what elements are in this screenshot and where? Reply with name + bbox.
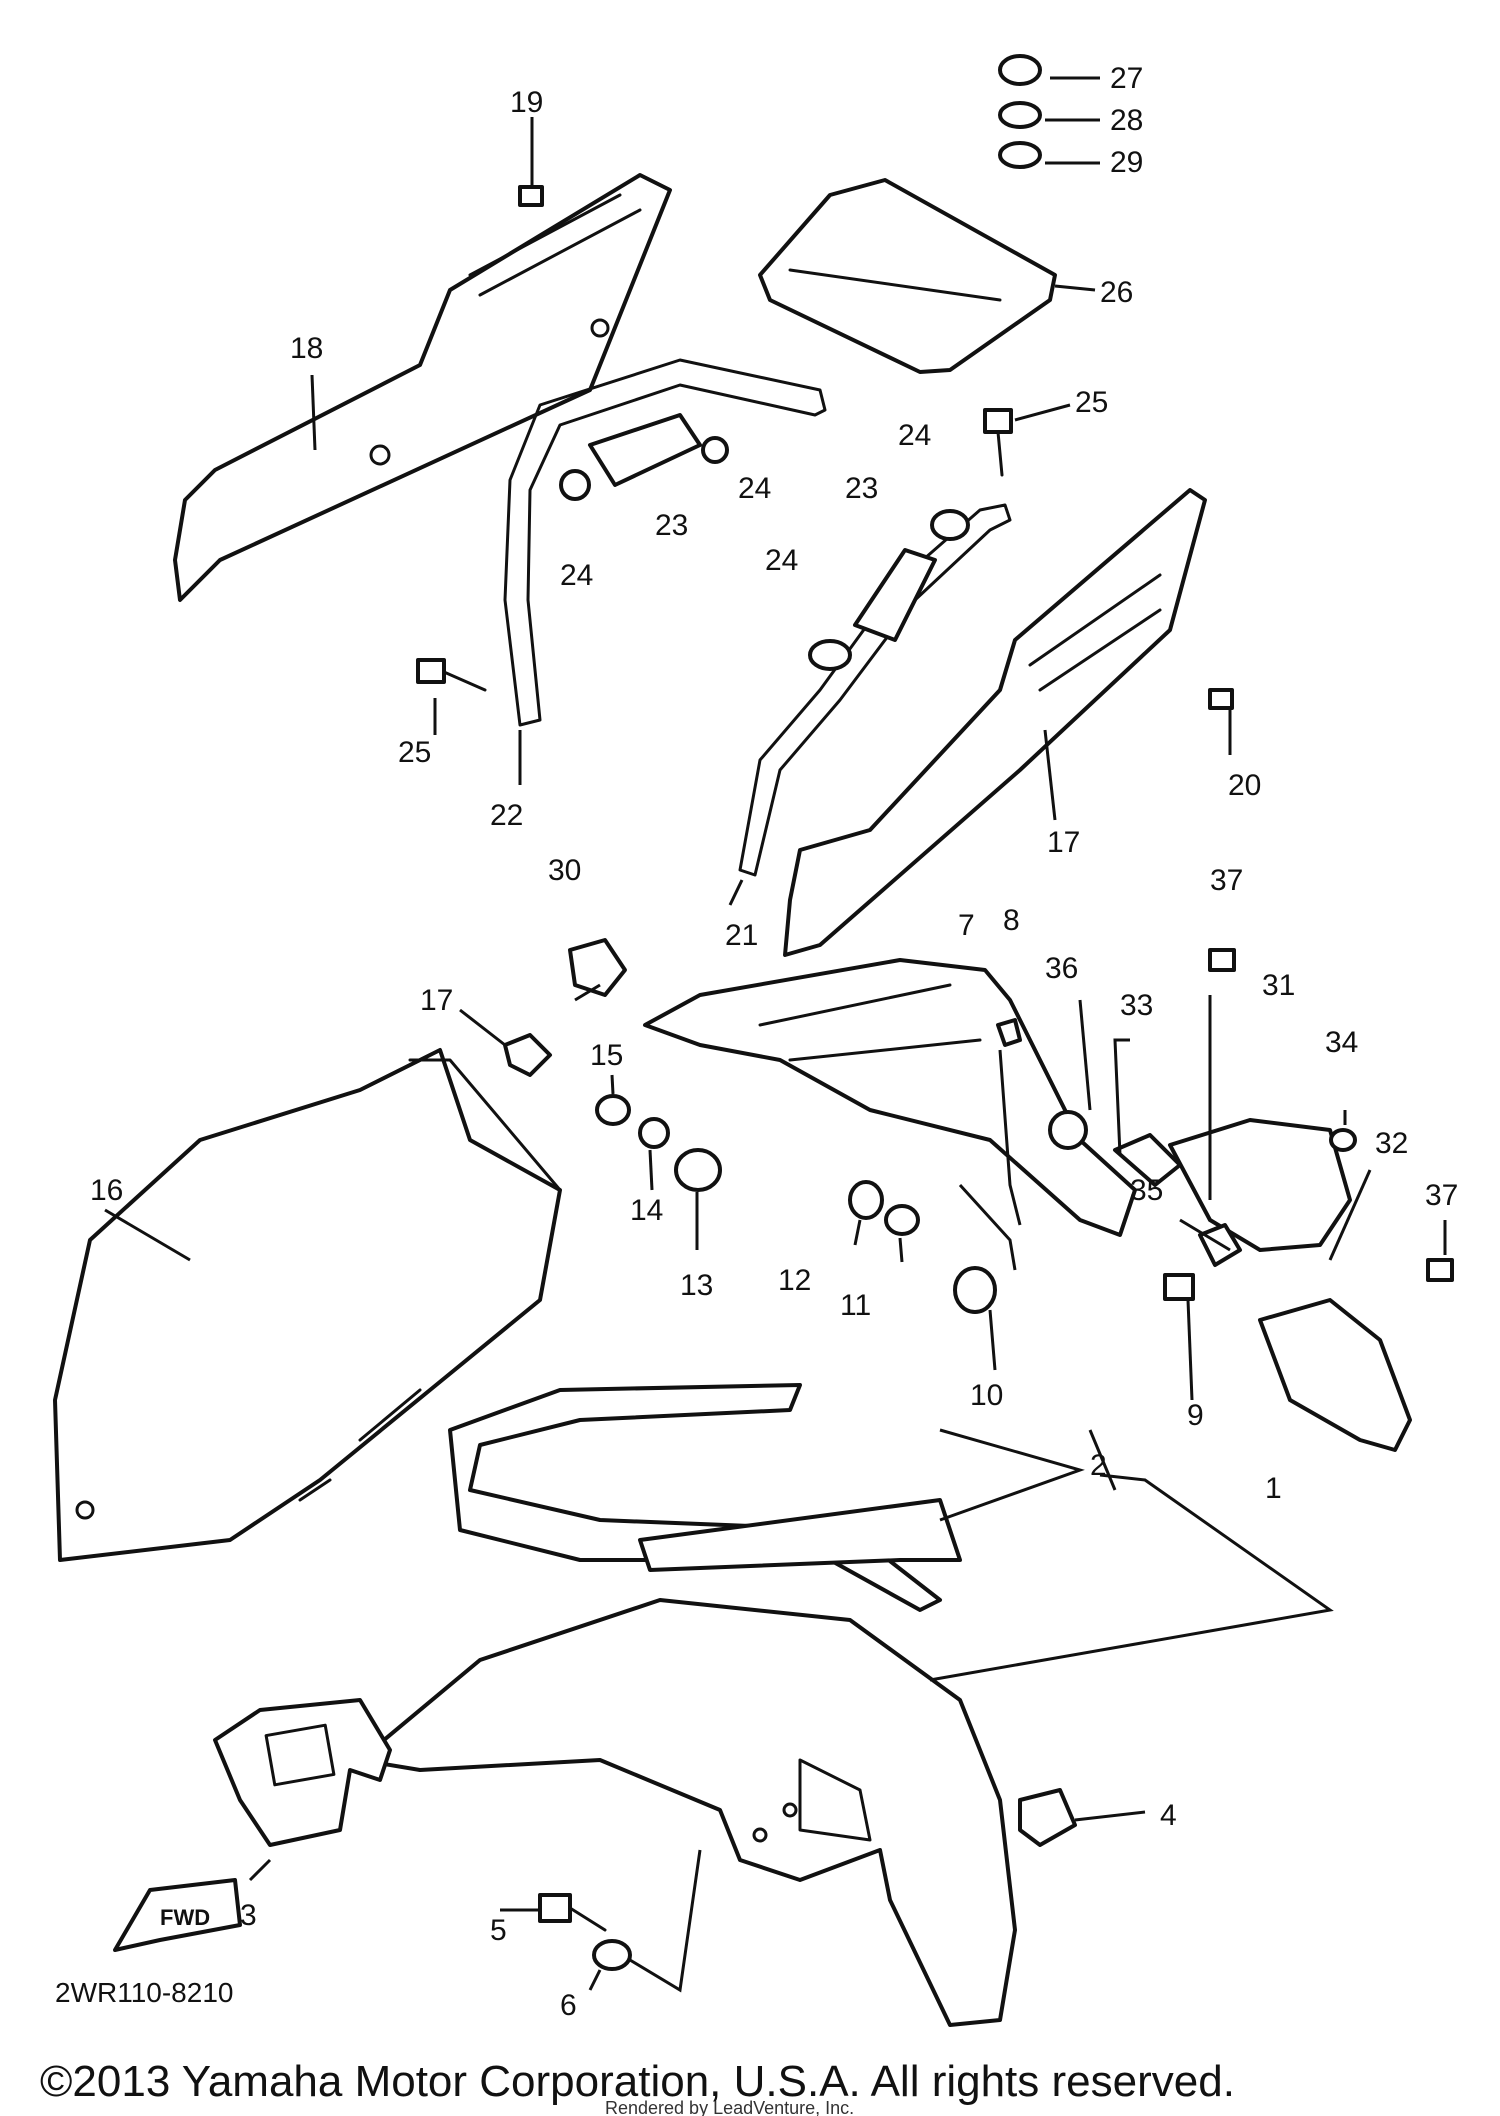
cap-4 [1018, 1788, 1077, 1847]
callout-10: 10 [970, 1379, 1003, 1412]
screw-20-right [1208, 688, 1234, 710]
collar-10 [953, 1266, 997, 1314]
bolt-25-lower [416, 658, 487, 692]
callout-18: 17 [1047, 826, 1080, 859]
callout-25-lower: 25 [398, 736, 431, 769]
clip-30 [568, 938, 627, 997]
callout-32: 32 [1375, 1127, 1408, 1160]
side-cover-left [173, 173, 672, 602]
callout-29: 29 [1110, 146, 1143, 179]
callout-34: 34 [1325, 1026, 1358, 1059]
copyright-notice: ©2013 Yamaha Motor Corporation, U.S.A. A… [40, 2057, 1235, 2106]
bolt-25-upper [983, 408, 1013, 477]
flap-7 [643, 958, 1137, 1237]
screw-37-upper [1208, 948, 1236, 972]
side-cover-right [783, 488, 1207, 957]
stay-3 [213, 1698, 392, 1847]
callout-15: 15 [590, 1039, 623, 1072]
collar-upper [559, 413, 729, 501]
callout-19: 18 [290, 332, 323, 365]
callout-9: 9 [1187, 1399, 1204, 1432]
callout-20-left: 19 [510, 86, 543, 119]
callout-24-d: 24 [765, 544, 798, 577]
washer-28 [998, 101, 1042, 129]
callout-5: 5 [490, 1914, 507, 1947]
screw-37-lower [1426, 1258, 1454, 1282]
bracket-32 [1258, 1298, 1412, 1452]
guard-2-upper [448, 1383, 942, 1612]
bracket-31 [1168, 1118, 1352, 1252]
screw-8 [996, 1018, 1022, 1047]
callout-28: 28 [1110, 104, 1143, 137]
stay-21 [738, 503, 1012, 877]
callout-11: 11 [840, 1289, 871, 1322]
callout-labels: 19 18 27 28 29 26 25 24 24 23 23 24 24 2… [90, 62, 1458, 2022]
nut-6 [592, 1939, 632, 1971]
stay-22 [503, 358, 827, 727]
washer-14 [638, 1117, 670, 1149]
nut-11 [884, 1204, 920, 1236]
rendered-by-notice: Rendered by LeadVenture, Inc. [605, 2098, 854, 2116]
guard-2-lower [638, 1498, 962, 1572]
callout-8: 8 [1003, 904, 1020, 937]
rear-fender [53, 1048, 562, 1562]
collar-36 [1048, 1110, 1088, 1150]
front-fender [358, 1598, 1017, 2027]
collar-lower [808, 509, 970, 671]
callout-24-c: 24 [560, 559, 593, 592]
callout-37-upper: 37 [1210, 864, 1243, 897]
callout-1: 1 [1265, 1472, 1282, 1505]
callout-30: 30 [548, 854, 581, 887]
callout-21: 21 [725, 919, 758, 952]
callout-13: 13 [680, 1269, 713, 1302]
callout-24-a: 24 [898, 419, 931, 452]
callout-3: 3 [240, 1899, 257, 1932]
callout-22: 22 [490, 799, 523, 832]
callout-23-lower: 23 [845, 472, 878, 505]
diagram-code: 2WR110-8210 [55, 1977, 233, 2008]
cover-26 [758, 178, 1057, 374]
callout-16: 16 [90, 1174, 123, 1207]
callout-31: 31 [1262, 969, 1295, 1002]
callout-7: 7 [958, 909, 975, 942]
grommet-13 [674, 1148, 722, 1192]
callout-36: 36 [1045, 952, 1078, 985]
callout-4: 4 [1160, 1799, 1177, 1832]
leader-lines [104, 76, 1447, 1993]
screw-20-left [518, 185, 544, 207]
callout-20-right: 20 [1228, 769, 1261, 802]
nut-15 [595, 1094, 631, 1126]
bolt-5 [538, 1893, 572, 1923]
callout-23-upper: 23 [655, 509, 688, 542]
callout-12: 12 [778, 1264, 811, 1297]
grommet-29 [998, 141, 1042, 169]
svg-text:FWD: FWD [160, 1905, 210, 1930]
callout-25-upper: 25 [1075, 386, 1108, 419]
callout-35: 35 [1130, 1174, 1163, 1207]
forward-arrow-icon: FWD [113, 1878, 242, 1952]
callout-2: 2 [1090, 1449, 1107, 1482]
collar-12 [848, 1180, 884, 1220]
clamp-17 [503, 1033, 552, 1077]
callout-6: 6 [560, 1989, 577, 2022]
bolt-9 [1163, 1273, 1195, 1301]
nut-27 [998, 54, 1042, 86]
callout-27: 27 [1110, 62, 1143, 95]
callout-24-b: 24 [738, 472, 771, 505]
callout-26: 26 [1100, 276, 1133, 309]
callout-17: 17 [420, 984, 453, 1017]
grommet-34 [1329, 1128, 1357, 1152]
callout-37-lower: 37 [1425, 1179, 1458, 1212]
damper-33 [1113, 1133, 1182, 1187]
callout-14: 14 [630, 1194, 663, 1227]
callout-33: 33 [1120, 989, 1153, 1022]
